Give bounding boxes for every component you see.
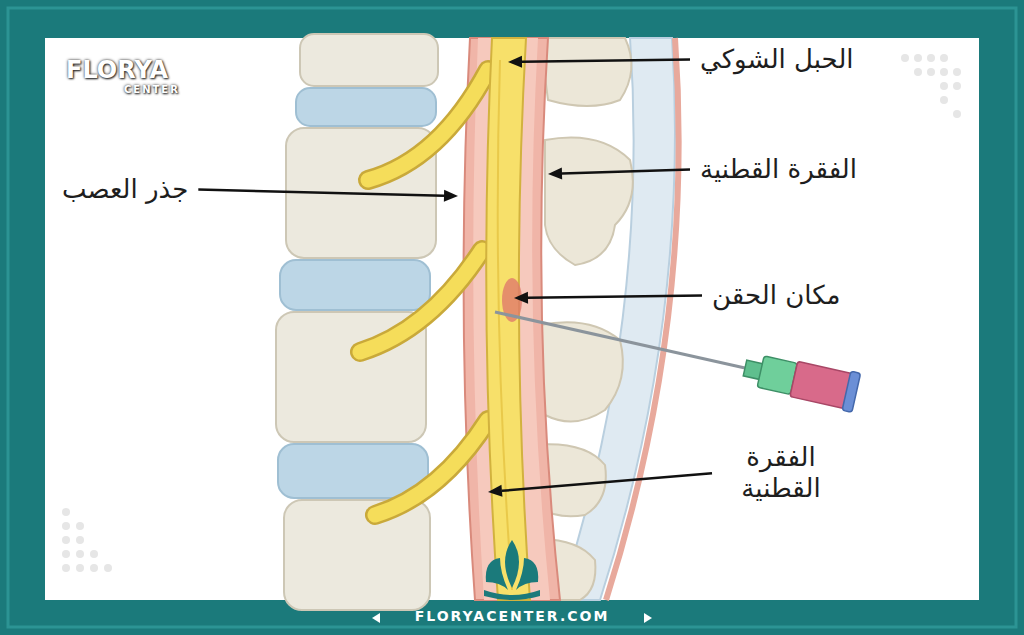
part-label: مكان الحقن	[712, 280, 840, 311]
arrowhead	[508, 56, 522, 68]
watermark: CENTER	[124, 84, 180, 96]
ornament	[372, 613, 380, 623]
part-label: الفقرة القطنية	[700, 154, 857, 185]
leader-line	[198, 190, 444, 196]
syringe-hub	[741, 348, 861, 412]
part-label: الحبل الشوكي	[700, 44, 854, 75]
panel	[45, 38, 979, 600]
arrowhead	[548, 168, 562, 180]
arrowhead	[444, 190, 458, 202]
leader-line	[528, 296, 702, 298]
frame-line	[8, 8, 1016, 627]
cord-fibre	[498, 60, 512, 590]
nerve-roots	[360, 70, 488, 515]
dura-inner	[473, 38, 550, 600]
arrowhead	[514, 292, 528, 304]
dura	[464, 38, 560, 600]
watermark: FLORYA	[66, 56, 168, 85]
ornament	[644, 613, 652, 623]
logo	[484, 540, 540, 600]
part-label: جذر العصب	[62, 174, 188, 205]
needle	[495, 312, 745, 368]
website: FLORYACENTER.COM	[387, 608, 637, 625]
arrowhead	[488, 485, 502, 497]
leader-line	[522, 60, 690, 62]
leader-line	[502, 473, 712, 491]
outer-layer	[606, 38, 679, 600]
part-label: الفقرة القطنية	[722, 442, 840, 504]
leader-line	[562, 170, 690, 174]
